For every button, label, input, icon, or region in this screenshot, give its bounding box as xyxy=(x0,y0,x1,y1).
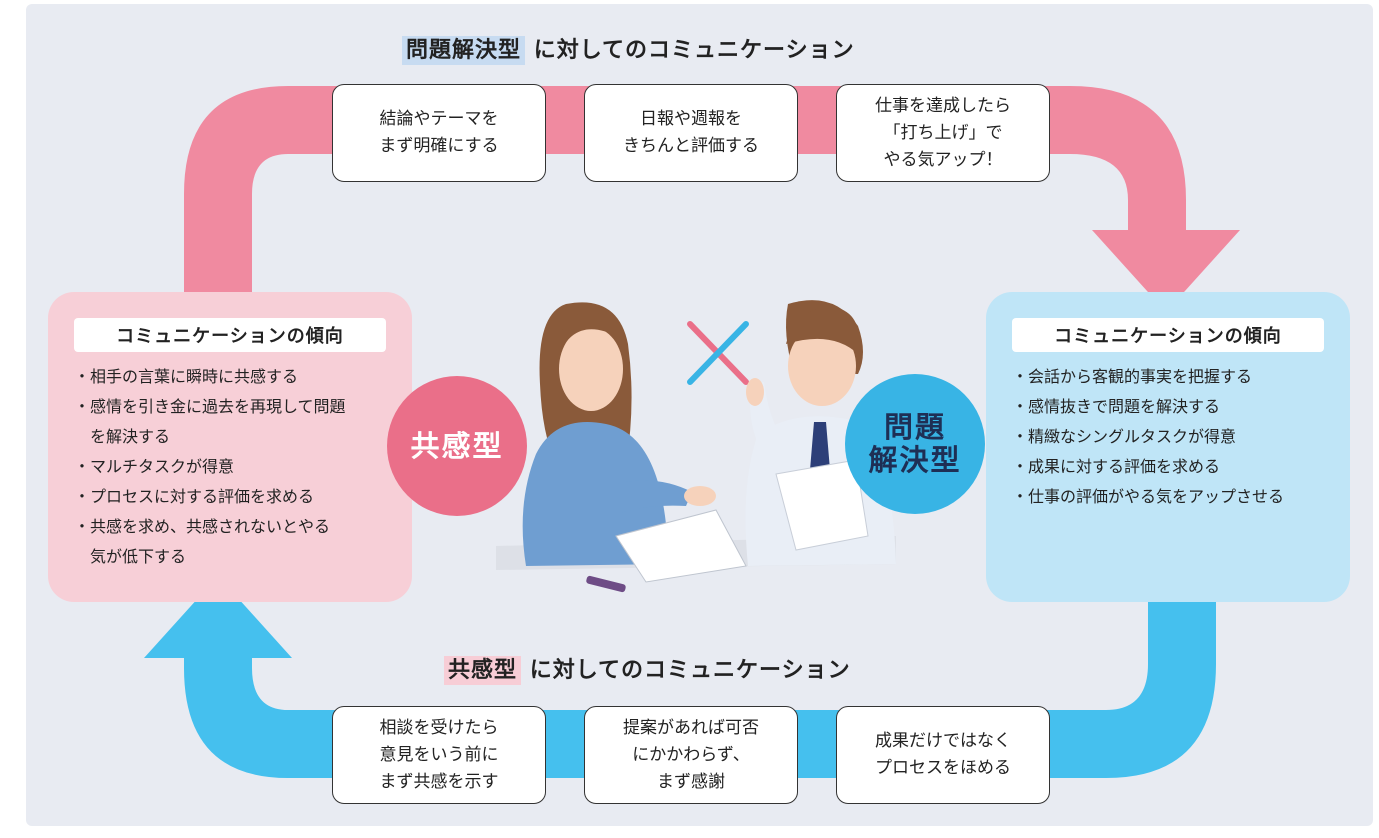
problem-trait-item: 成果に対する評価を求める xyxy=(1012,452,1336,482)
top-flow-box-1: 結論やテーマを まず明確にする xyxy=(332,84,546,182)
man-figure xyxy=(745,300,896,566)
problem-trait-item: 感情抜きで問題を解決する xyxy=(1012,392,1336,422)
bottom-flow-box-2: 提案があれば可否 にかかわらず、 まず感謝 xyxy=(584,706,798,804)
top-flow-text-1: 結論やテーマを まず明確にする xyxy=(379,109,499,156)
bottom-flow-heading: 共感型 に対してのコミュニケーション xyxy=(444,652,851,685)
empathy-type-label: 共感型 xyxy=(410,428,504,463)
papers xyxy=(615,509,747,583)
problem-solving-type-panel: コミュニケーションの傾向 会話から客観的事実を把握する 感情抜きで問題を解決する… xyxy=(986,292,1350,602)
empathy-trait-item: マルチタスクが得意 xyxy=(74,452,346,482)
pen xyxy=(586,575,626,593)
problem-trait-list: 会話から客観的事実を把握する 感情抜きで問題を解決する 精緻なシングルタスクが得… xyxy=(1012,362,1336,512)
problem-trait-item: 精緻なシングルタスクが得意 xyxy=(1012,422,1336,452)
top-flow-heading: 問題解決型 に対してのコミュニケーション xyxy=(402,32,855,65)
cross-mark-icon xyxy=(687,321,749,385)
top-heading-text: に対してのコミュニケーション xyxy=(533,38,855,63)
empathy-trait-item: 感情を引き金に過去を再現して問題を解決する xyxy=(74,392,346,452)
problem-trait-item: 仕事の評価がやる気をアップさせる xyxy=(1012,482,1336,512)
top-flow-text-3: 仕事を達成したら 「打ち上げ」で やる気アップ！ xyxy=(875,95,1011,170)
diagram-canvas: 問題解決型 に対してのコミュニケーション 共感型 に対してのコミュニケーション … xyxy=(26,4,1373,826)
problem-solving-type-label: 問題 解決型 xyxy=(868,410,962,477)
top-flow-box-3: 仕事を達成したら 「打ち上げ」で やる気アップ！ xyxy=(836,84,1050,182)
problem-trait-item: 会話から客観的事実を把握する xyxy=(1012,362,1336,392)
empathy-trait-item: 共感を求め、共感されないとやる気が低下する xyxy=(74,512,346,572)
top-flow-box-2: 日報や週報を きちんと評価する xyxy=(584,84,798,182)
empathy-trait-list: 相手の言葉に瞬時に共感する 感情を引き金に過去を再現して問題を解決する マルチタ… xyxy=(74,362,346,572)
bottom-heading-text: に対してのコミュニケーション xyxy=(529,658,851,683)
bottom-flow-text-2: 提案があれば可否 にかかわらず、 まず感謝 xyxy=(623,717,759,792)
bottom-flow-box-3: 成果だけではなく プロセスをほめる xyxy=(836,706,1050,804)
empathy-type-panel: コミュニケーションの傾向 相手の言葉に瞬時に共感する 感情を引き金に過去を再現し… xyxy=(48,292,412,602)
top-flow-text-2: 日報や週報を きちんと評価する xyxy=(623,109,759,156)
bottom-flow-box-1: 相談を受けたら 意見をいう前に まず共感を示す xyxy=(332,706,546,804)
empathy-trait-item: プロセスに対する評価を求める xyxy=(74,482,346,512)
empathy-panel-title: コミュニケーションの傾向 xyxy=(74,318,386,352)
bottom-flow-text-3: 成果だけではなく プロセスをほめる xyxy=(875,731,1011,778)
bottom-flow-text-1: 相談を受けたら 意見をいう前に まず共感を示す xyxy=(379,717,499,792)
conversation-illustration xyxy=(496,300,896,593)
empathy-type-circle: 共感型 xyxy=(387,376,527,516)
empathy-trait-item: 相手の言葉に瞬時に共感する xyxy=(74,362,346,392)
woman-figure xyxy=(522,302,716,566)
top-heading-highlight: 問題解決型 xyxy=(402,36,526,65)
problem-solving-type-circle: 問題 解決型 xyxy=(845,374,985,514)
problem-panel-title: コミュニケーションの傾向 xyxy=(1012,318,1324,352)
bottom-heading-highlight: 共感型 xyxy=(444,656,522,685)
